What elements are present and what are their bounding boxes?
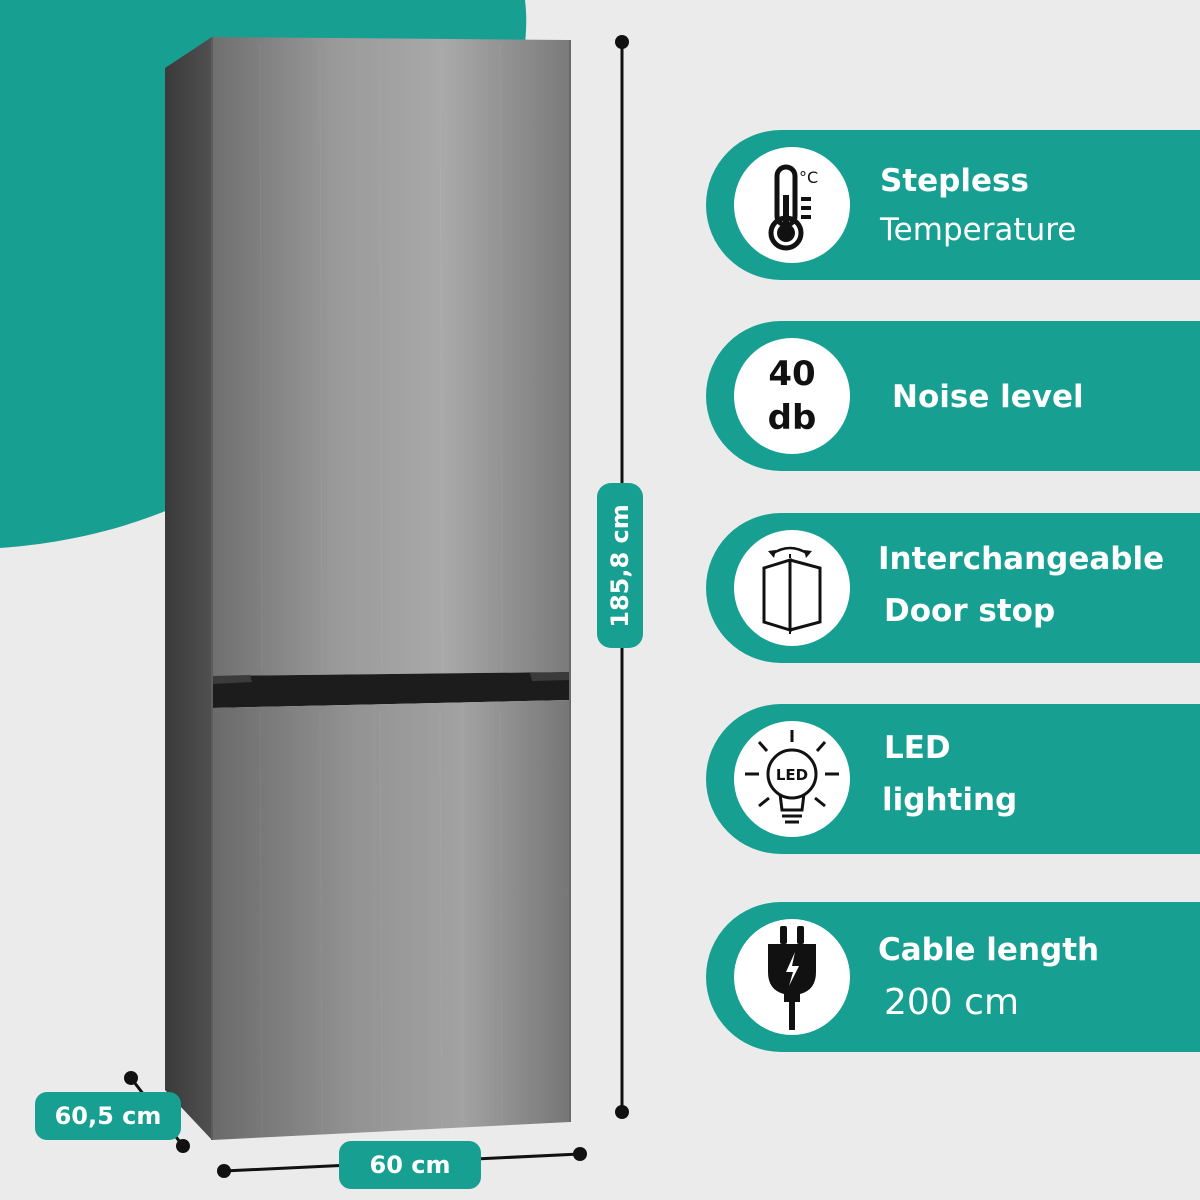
feature-title: Stepless: [880, 163, 1029, 199]
feature-card-led: LED LED lighting: [706, 704, 1200, 854]
power-plug-icon: [768, 926, 816, 1030]
icon-circle: LED: [734, 721, 850, 837]
led-icon-label: LED: [776, 766, 808, 784]
feature-subtitle: 200 cm: [884, 982, 1020, 1023]
noise-value: 40: [768, 354, 816, 394]
width-dimension-label: 60 cm: [339, 1141, 481, 1189]
thermometer-icon: °C: [768, 164, 818, 251]
feature-title: Interchangeable: [878, 541, 1165, 577]
feature-subtitle: Door stop: [884, 593, 1056, 629]
icon-circle: [734, 919, 850, 1035]
feature-subtitle: Temperature: [880, 212, 1077, 248]
icon-circle: [734, 530, 850, 646]
noise-badge: 40 db: [734, 338, 850, 454]
feature-title: Cable length: [878, 932, 1100, 968]
feature-card-noise: 40 db Noise level: [706, 321, 1200, 471]
depth-dimension-label: 60,5 cm: [35, 1092, 181, 1140]
celsius-label: °C: [799, 168, 818, 187]
feature-card-cable: Cable length 200 cm: [706, 902, 1200, 1052]
height-dimension-label: 185,8 cm: [597, 483, 643, 648]
feature-card-door: Interchangeable Door stop: [706, 513, 1200, 663]
led-bulb-icon: LED: [745, 730, 839, 824]
door-reverse-icon: [762, 546, 822, 634]
noise-unit: db: [767, 398, 817, 438]
feature-title: LED: [884, 730, 951, 766]
height-value: 185,8 cm: [606, 503, 635, 628]
feature-card-temperature: °C Stepless Temperature: [706, 130, 1200, 280]
feature-title: Noise level: [892, 379, 1084, 415]
icon-circle: °C: [734, 147, 850, 263]
feature-subtitle: lighting: [882, 782, 1018, 818]
